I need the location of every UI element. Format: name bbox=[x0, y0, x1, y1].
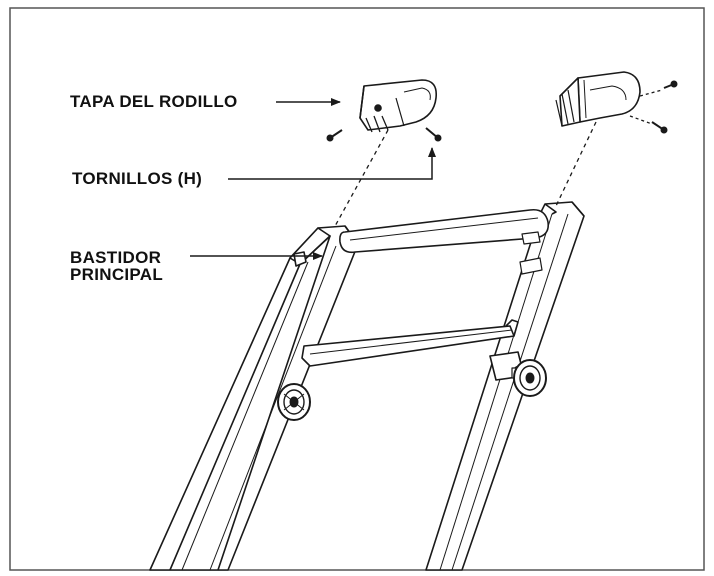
right-wheel bbox=[513, 359, 547, 397]
roller-cap-right bbox=[555, 71, 641, 127]
main-frame bbox=[149, 201, 585, 571]
label-main-frame: BASTIDOR PRINCIPAL bbox=[70, 249, 163, 283]
alignment-guides bbox=[333, 89, 663, 229]
left-rail bbox=[149, 225, 359, 571]
label-roller-cap: TAPA DEL RODILLO bbox=[70, 92, 238, 111]
roller-cap-left bbox=[359, 79, 438, 133]
left-wheel bbox=[277, 383, 311, 421]
diagram-border bbox=[9, 7, 705, 571]
label-main-frame-line1: BASTIDOR bbox=[70, 248, 162, 267]
front-roller bbox=[339, 208, 550, 254]
right-rail bbox=[425, 201, 585, 571]
label-screws: TORNILLOS (H) bbox=[72, 169, 203, 188]
label-main-frame-line2: PRINCIPAL bbox=[70, 265, 164, 284]
screw-icon bbox=[326, 80, 678, 142]
cross-bar bbox=[301, 325, 515, 367]
callout-lines bbox=[190, 98, 436, 260]
